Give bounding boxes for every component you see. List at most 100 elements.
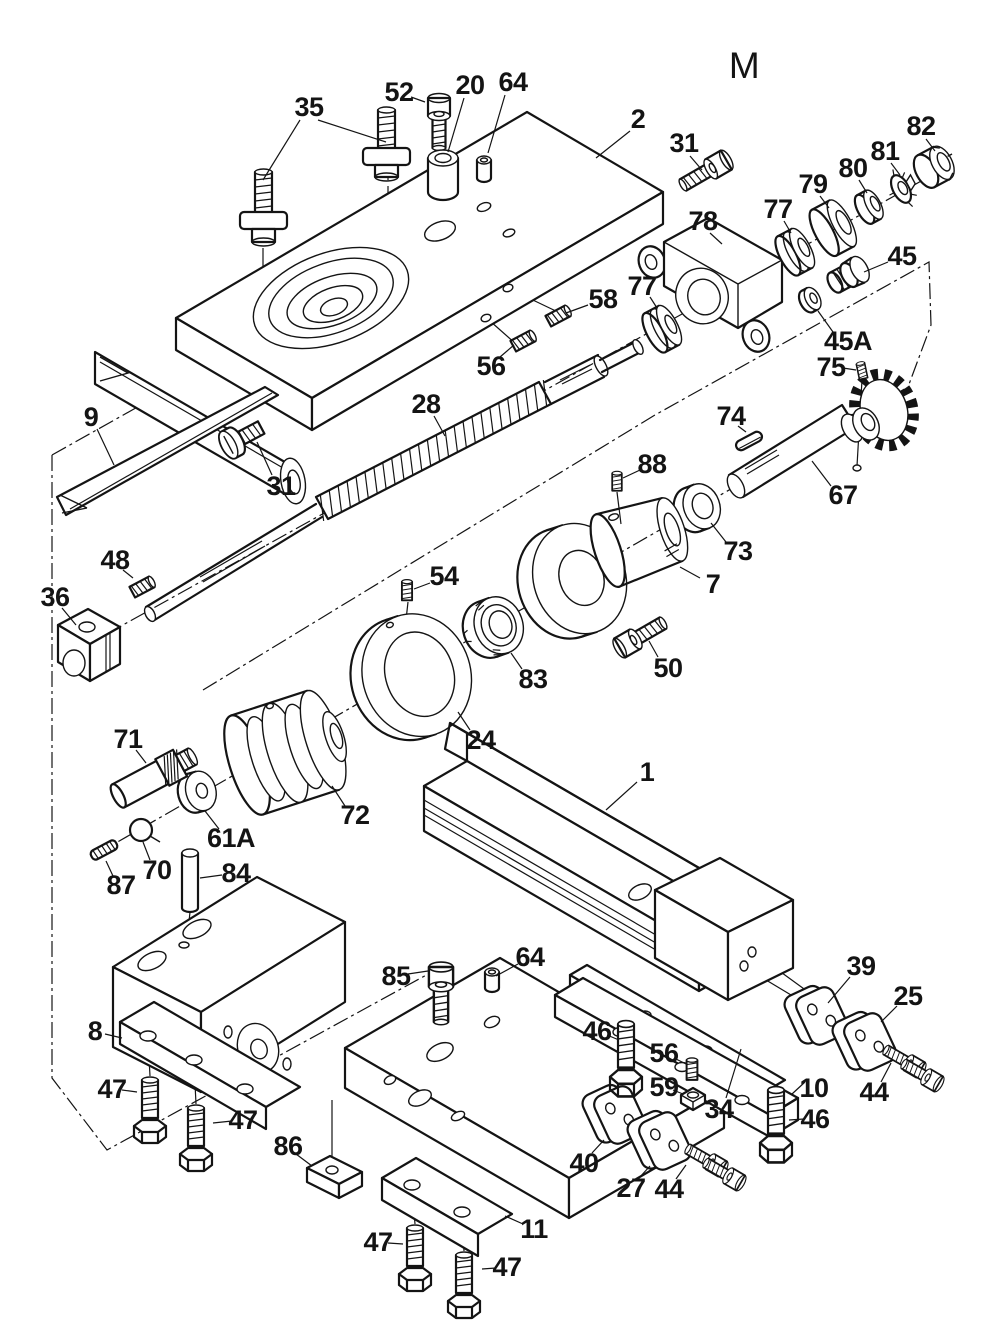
leader-line-35 <box>262 119 301 181</box>
leader-line-77 <box>783 220 792 234</box>
leader-line-78 <box>709 232 723 245</box>
leader-line-87 <box>105 860 114 877</box>
thread-tick <box>337 485 343 512</box>
figure-title-letter: M <box>729 45 759 86</box>
part-8-wiper-plate-drawing <box>118 1000 302 1131</box>
leader-line-54 <box>413 582 431 590</box>
leader-line-71 <box>135 749 147 764</box>
part-20-bushing-drawing <box>426 149 460 202</box>
part-label-83-25: 83 <box>518 664 548 694</box>
part-label-10-52: 10 <box>799 1073 828 1103</box>
part-label-85-39: 85 <box>381 961 411 991</box>
thread-tick <box>524 389 530 416</box>
leader-line-47 <box>212 1120 233 1124</box>
part-84-pin-drawing <box>180 848 200 914</box>
thread-tick <box>453 426 459 452</box>
part-70-ball-drawing <box>128 817 161 843</box>
thread-tick <box>400 453 405 480</box>
leader-line-46 <box>788 1118 805 1121</box>
part-label-25-56: 25 <box>893 981 923 1011</box>
leader-line-73 <box>710 522 727 543</box>
part-86-t-nut-drawing <box>305 1154 364 1200</box>
leader-line-28 <box>433 415 446 437</box>
part-56-set-screw-drawing <box>509 328 539 353</box>
leader-line-67 <box>811 460 832 487</box>
leader-line-7 <box>679 566 701 579</box>
thread-tick <box>328 490 334 517</box>
part-label-47-43: 47 <box>228 1105 257 1135</box>
part-label-44-59: 44 <box>654 1174 684 1204</box>
leader-line-20 <box>447 97 465 153</box>
leader-line-36 <box>61 607 77 626</box>
part-61A-washer-drawing <box>176 770 217 814</box>
part-label-46-53: 46 <box>800 1104 830 1134</box>
part-label-79-9: 79 <box>798 169 828 199</box>
part-label-88-22: 88 <box>637 449 667 479</box>
thread-tick <box>533 384 539 411</box>
part-label-39-55: 39 <box>846 951 876 981</box>
part-75-set-screw-drawing <box>855 360 869 381</box>
thread-tick <box>391 458 396 485</box>
leader-line-64 <box>495 963 519 977</box>
part-71-handle-drawing <box>109 747 199 809</box>
part-label-46-48: 46 <box>582 1016 612 1046</box>
leader-line-35 <box>317 119 387 143</box>
thread-tick <box>319 495 325 521</box>
part-label-71-32: 71 <box>113 724 143 754</box>
part-78-bearing-bracket-drawing <box>637 216 784 353</box>
leader-line-45A <box>817 310 834 333</box>
thread-tick <box>515 393 521 420</box>
leader-line-84 <box>199 874 223 879</box>
thread-tick <box>169 752 173 783</box>
thread-tick <box>355 476 360 503</box>
part-label-70-35: 70 <box>142 855 171 885</box>
part-label-54-27: 54 <box>429 561 459 591</box>
part-label-87-36: 87 <box>106 870 135 900</box>
leader-line-88 <box>622 469 641 479</box>
part-label-47-42: 47 <box>97 1074 126 1104</box>
thread-tick <box>498 403 503 429</box>
leader-line-31 <box>689 155 703 171</box>
part-label-2-4: 2 <box>631 104 646 134</box>
leader-line-27 <box>638 1165 651 1179</box>
part-80-washer-drawing <box>853 189 884 225</box>
leader-line-47 <box>387 1242 404 1245</box>
leader-line-50 <box>648 640 659 658</box>
part-label-72-33: 72 <box>340 800 369 830</box>
leader-line-25 <box>880 1005 898 1023</box>
part-77-bearing-lower-drawing <box>641 304 683 354</box>
thread-tick <box>364 472 369 498</box>
part-label-28-18: 28 <box>411 389 441 419</box>
leader-line-1 <box>605 781 638 811</box>
part-48-set-screw-drawing <box>128 574 158 599</box>
leader-line-72 <box>331 785 346 807</box>
part-label-47-46: 47 <box>363 1227 392 1257</box>
leader-line-47 <box>121 1089 138 1093</box>
part-64-bushing-lower-drawing <box>483 967 501 994</box>
leader-line-56 <box>673 1057 687 1065</box>
part-label-80-8: 80 <box>838 153 867 183</box>
leader-line-47 <box>481 1267 497 1270</box>
thread-tick <box>408 449 414 475</box>
part-label-27-58: 27 <box>616 1173 645 1203</box>
part-77-bearing-upper-drawing <box>774 227 816 277</box>
part-label-77-10: 77 <box>763 194 792 224</box>
thread-tick <box>471 416 476 443</box>
leader-line-44 <box>880 1062 892 1083</box>
leader-line-64 <box>487 94 506 154</box>
part-87-stud-drawing <box>89 839 119 861</box>
part-label-45A-13: 45A <box>824 326 872 356</box>
part-label-73-21: 73 <box>723 536 753 566</box>
part-24-ring-drawing <box>349 613 473 742</box>
thread-tick <box>480 412 485 439</box>
leader-line-9 <box>96 428 115 466</box>
leader-line-2 <box>595 130 631 159</box>
leader-line-85 <box>407 970 429 975</box>
part-label-35-0: 35 <box>294 92 324 122</box>
leader-line-48 <box>122 569 134 579</box>
leader-line-83 <box>510 652 523 670</box>
thread-tick <box>373 467 378 494</box>
part-label-45-12: 45 <box>887 241 917 271</box>
part-35-t-bolts-drawing <box>238 106 412 247</box>
